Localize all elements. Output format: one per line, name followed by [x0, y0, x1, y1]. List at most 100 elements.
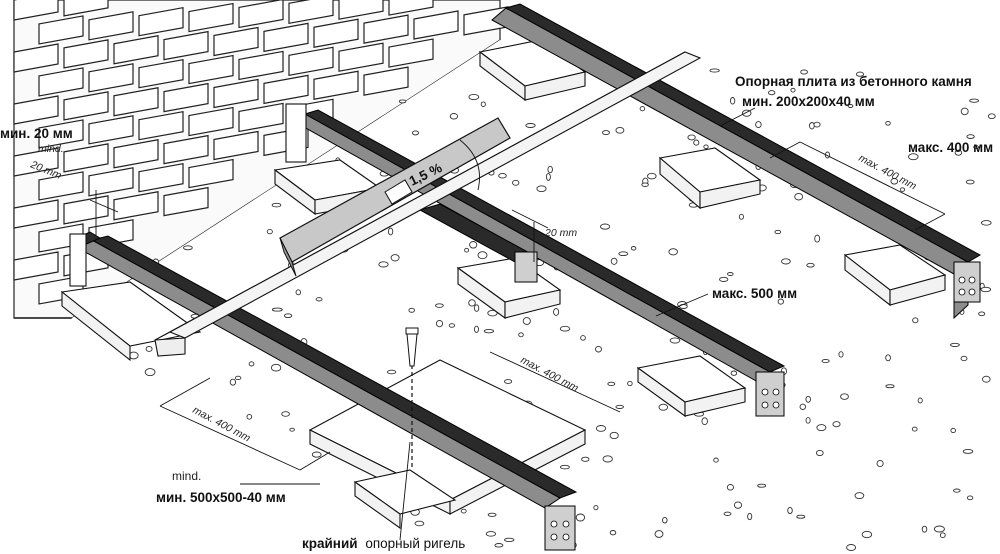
pebble	[774, 229, 782, 235]
pebble	[581, 456, 590, 462]
brick	[188, 54, 234, 85]
pebble	[816, 424, 827, 432]
brick	[188, 106, 234, 137]
pebble	[847, 104, 854, 108]
pebble	[885, 384, 895, 389]
pebble	[890, 178, 899, 185]
brick	[113, 35, 159, 65]
pebble	[487, 309, 498, 317]
pebble	[641, 182, 649, 187]
pebble	[814, 234, 821, 243]
pebble	[787, 506, 793, 515]
brick	[13, 199, 59, 229]
pebble	[861, 530, 873, 539]
pebble	[727, 272, 734, 276]
pebble	[271, 202, 282, 208]
brick	[338, 0, 384, 20]
pebble	[723, 511, 732, 516]
pebble	[602, 130, 610, 136]
label-edge-girder: крайний опорный ригель	[302, 536, 465, 551]
pebble	[390, 254, 400, 262]
pebble	[950, 427, 956, 434]
pebble	[630, 246, 637, 251]
brick	[263, 22, 309, 53]
pebble	[980, 286, 992, 293]
pebble	[730, 370, 738, 376]
pebble	[777, 298, 784, 305]
pebble	[726, 484, 734, 491]
pebble	[647, 172, 657, 180]
pebble	[609, 431, 619, 440]
pebble	[595, 425, 607, 432]
pebble	[713, 457, 719, 463]
pebble	[813, 121, 821, 128]
label-min-20-wall: мин. 20 мм	[0, 126, 73, 141]
pebble	[311, 451, 322, 458]
pebble	[846, 544, 857, 551]
brick	[13, 251, 59, 281]
pebble	[965, 179, 975, 185]
pebble	[468, 299, 476, 307]
label-support-plate-stone: Опорная плита из бетонного камня	[735, 74, 972, 89]
pebble	[473, 304, 480, 312]
pebble	[738, 213, 744, 220]
pebble	[518, 332, 524, 338]
pebble	[960, 355, 968, 362]
brick	[388, 38, 434, 68]
brick	[138, 6, 184, 37]
pebble	[899, 187, 906, 192]
pebble	[962, 448, 974, 454]
pebble	[609, 530, 617, 536]
pebble	[668, 248, 678, 256]
pebble	[229, 378, 237, 386]
brick	[338, 42, 384, 72]
pebble	[435, 319, 444, 328]
pebble	[480, 101, 486, 107]
brick	[113, 191, 159, 221]
pebble	[483, 328, 495, 334]
pebble	[693, 139, 700, 146]
pebble	[982, 375, 991, 383]
pebble	[145, 345, 153, 352]
brick	[238, 0, 284, 29]
pebble	[580, 335, 586, 341]
pebble	[234, 375, 242, 381]
pebble	[618, 251, 629, 257]
brick	[138, 110, 184, 141]
pebble	[781, 258, 791, 265]
pebble	[408, 307, 415, 313]
brick	[238, 102, 284, 133]
pebble	[987, 113, 996, 120]
pebble	[806, 262, 815, 268]
label-mind: mind.	[172, 469, 201, 483]
pebble	[933, 525, 945, 533]
brick	[163, 186, 209, 217]
pebble	[669, 337, 681, 344]
pebble	[908, 153, 919, 161]
pebble	[477, 251, 488, 260]
pebble	[547, 165, 553, 174]
brick	[213, 130, 259, 161]
brick	[63, 143, 109, 173]
brick	[263, 74, 309, 105]
pebble	[553, 308, 560, 316]
pebble	[615, 404, 624, 409]
brick	[113, 139, 159, 169]
pebble	[398, 99, 407, 104]
pebble	[954, 149, 963, 156]
brick	[363, 14, 409, 44]
brick	[13, 43, 59, 73]
dim-wall-mind: mind.	[38, 143, 64, 155]
pebble	[639, 106, 646, 112]
pebble	[949, 342, 960, 347]
pebble	[703, 144, 709, 149]
pebble	[960, 107, 969, 116]
pebble	[733, 501, 743, 509]
pebble	[504, 379, 513, 384]
pebble	[815, 449, 824, 457]
pebble	[607, 381, 616, 387]
pebble	[885, 120, 891, 126]
pebble	[602, 455, 613, 463]
pebble	[559, 325, 571, 332]
